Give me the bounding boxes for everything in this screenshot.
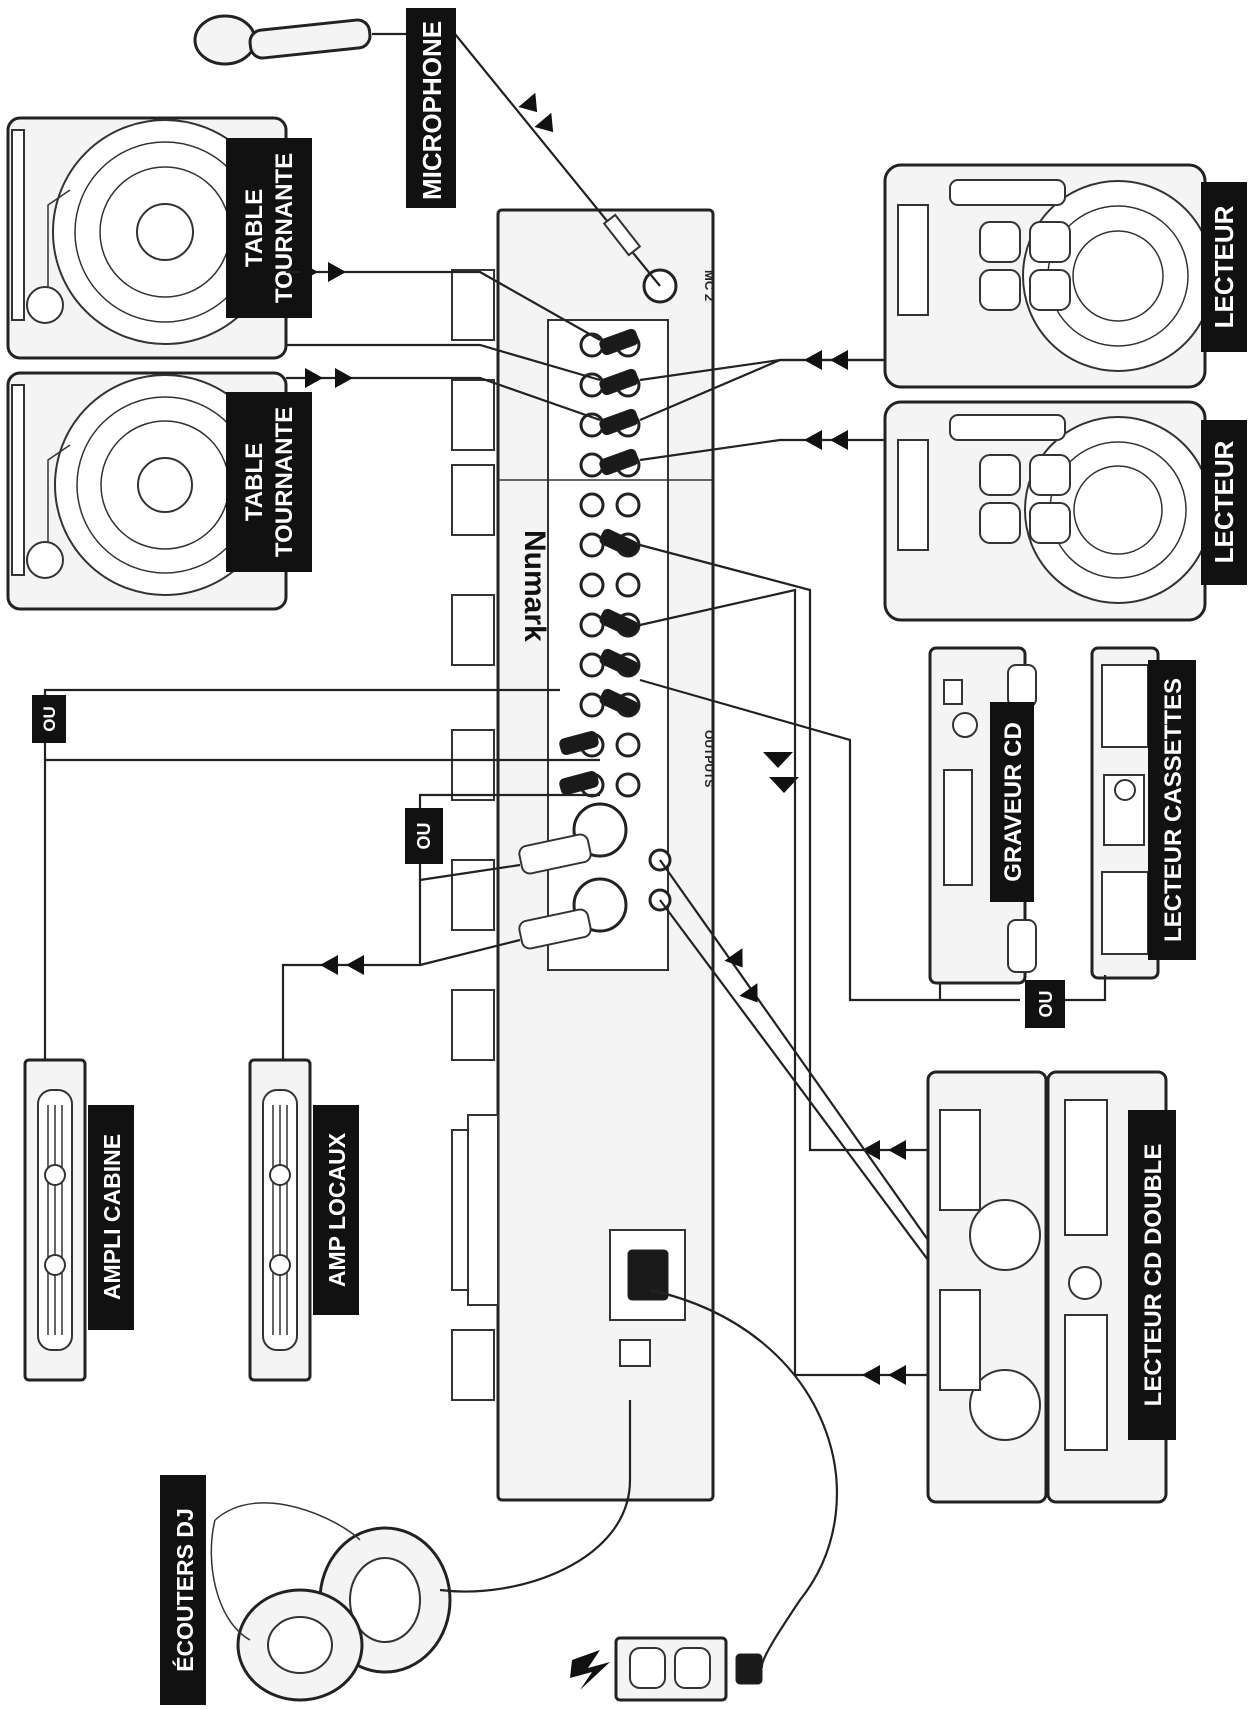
- power-switch: [619, 1339, 651, 1367]
- turntable-1-label-line1: TABLE: [241, 189, 268, 267]
- turntable-1-label: TABLE TOURNANTE: [226, 138, 312, 318]
- signal-arrow: [320, 955, 338, 975]
- rack-ear: [451, 729, 495, 801]
- or-label-text: OU: [1036, 991, 1056, 1018]
- house-amp-label: AMP LOCAUX: [313, 1105, 359, 1315]
- cassette-player: [1090, 646, 1160, 980]
- recorder-cable: [639, 678, 1107, 1002]
- player-2: [883, 400, 1212, 622]
- rack-ear: [451, 269, 495, 341]
- rack-ear: [451, 1329, 495, 1401]
- house-amp-label-text: AMP LOCAUX: [324, 1132, 350, 1287]
- rack-ear: [451, 464, 495, 536]
- microphone-label-text: MICROPHONE: [417, 21, 447, 200]
- balanced-output-cable: [659, 899, 929, 1261]
- dual-cd-player-label-text: LECTEUR CD DOUBLE: [1140, 1144, 1167, 1407]
- xlr-plug: [518, 833, 592, 875]
- booth-amp-label-text: AMPLI CABINE: [99, 1134, 125, 1300]
- turntable-2-label-line1: TABLE: [241, 443, 268, 521]
- cd-burner-label-text: GRAVEUR CD: [1000, 722, 1027, 882]
- signal-arrow: [300, 262, 318, 282]
- signal-arrow: [888, 1365, 906, 1385]
- or-label-text: OU: [40, 706, 59, 732]
- rack-ear: [451, 379, 495, 451]
- booth-amp-label: AMPLI CABINE: [88, 1105, 134, 1330]
- balanced-output-cable: [659, 859, 929, 1241]
- player-2-label-text: LECTEUR: [1209, 440, 1239, 563]
- signal-arrow: [862, 1365, 880, 1385]
- mixer: Numark MC 2 OUTPUTS: [451, 208, 717, 1502]
- turntable-1: [6, 116, 288, 360]
- cassette-player-label-text: LECTEUR CASSETTES: [1160, 678, 1187, 942]
- outputs-label: OUTPUTS: [702, 730, 716, 787]
- signal-arrow: [888, 1140, 906, 1160]
- signal-arrow: [862, 1140, 880, 1160]
- dj-headphones: [210, 1502, 452, 1702]
- turntable-1-cable: [286, 343, 601, 382]
- mixer-brand: Numark: [518, 530, 551, 642]
- house-amp: [248, 1058, 312, 1382]
- signal-arrow: [346, 955, 364, 975]
- player-1: [883, 163, 1214, 389]
- signal-arrow: [724, 948, 743, 968]
- signal-arrow: [830, 430, 848, 450]
- player-1-label: LECTEUR: [1201, 182, 1247, 352]
- cassette-player-label: LECTEUR CASSETTES: [1148, 660, 1196, 960]
- cd-burner-label: GRAVEUR CD: [990, 702, 1034, 902]
- signal-arrow: [804, 430, 822, 450]
- turntable-2-label: TABLE TOURNANTE: [226, 392, 312, 572]
- dual-cd-cable: [639, 588, 928, 1377]
- signal-arrow: [769, 777, 799, 793]
- turntable-2-label-line2: TOURNANTE: [271, 407, 298, 557]
- player-1-label-text: LECTEUR: [1209, 205, 1239, 328]
- player-2-label: LECTEUR: [1201, 420, 1247, 585]
- signal-arrow: [804, 350, 822, 370]
- signal-arrow: [328, 262, 346, 282]
- rca-plugs: [559, 328, 639, 796]
- house-amp-cable: [419, 938, 521, 967]
- rack-ear: [451, 594, 495, 666]
- turntable-1-label-line2: TOURNANTE: [271, 153, 298, 303]
- microphone-device: [193, 14, 661, 287]
- signal-arrow: [830, 350, 848, 370]
- signal-arrow: [739, 983, 758, 1003]
- power-cable: [649, 1288, 839, 1669]
- headphones-cable: [439, 1400, 632, 1593]
- rack-ear: [451, 989, 495, 1061]
- mixer-model: MC 2: [702, 270, 717, 301]
- rear-connectors: [467, 1114, 499, 1306]
- turntable-1-cable: [286, 270, 601, 341]
- electricity-warning-icon: [570, 1650, 610, 1690]
- player-1-cable: [639, 358, 885, 382]
- dual-cd-player-label: LECTEUR CD DOUBLE: [1128, 1110, 1176, 1440]
- dj-headphones-label: ÉCOUTERS DJ: [160, 1475, 206, 1705]
- xlr-plug: [518, 908, 592, 950]
- or-label-text: OU: [414, 823, 434, 850]
- or-label-3: OU: [1025, 980, 1065, 1028]
- signal-arrow: [305, 368, 323, 388]
- player-2-cable: [639, 438, 885, 462]
- booth-amp: [23, 1058, 87, 1382]
- dj-headphones-label-text: ÉCOUTERS DJ: [171, 1508, 198, 1672]
- microphone-label: MICROPHONE: [406, 8, 456, 208]
- power-outlet: [570, 1636, 763, 1702]
- or-label-2: OU: [405, 808, 443, 864]
- signal-arrow: [763, 752, 793, 768]
- or-label-1: OU: [32, 695, 66, 743]
- turntable-2: [6, 371, 288, 611]
- signal-arrow: [335, 368, 353, 388]
